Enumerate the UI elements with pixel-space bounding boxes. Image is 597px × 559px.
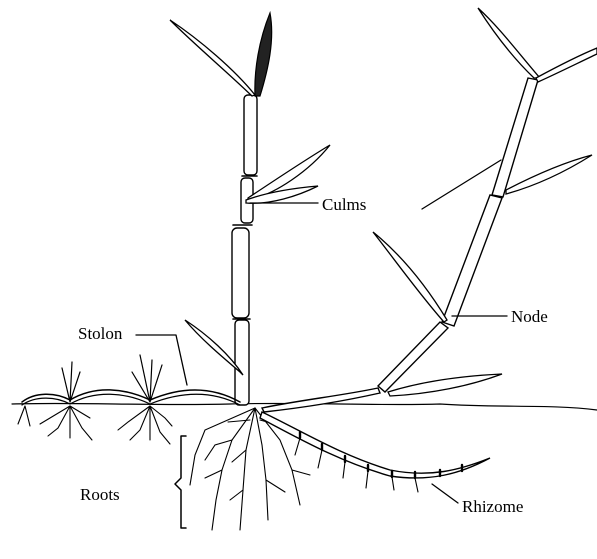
left-culm <box>170 13 330 405</box>
stolon-leader <box>136 335 187 385</box>
culm-internode <box>244 95 257 175</box>
stolon-runner <box>18 355 240 444</box>
culm-internode <box>442 195 502 326</box>
stolon <box>22 390 240 402</box>
roots-label: Roots <box>80 485 120 504</box>
culm-internode <box>262 388 380 412</box>
daughter-roots <box>118 406 172 444</box>
leaf-blade <box>536 48 597 82</box>
culm-internode <box>232 228 249 318</box>
roots-bracket <box>175 436 186 528</box>
rhizome-leader <box>432 484 458 503</box>
stolon-label: Stolon <box>78 324 123 343</box>
leaf-blade <box>506 155 592 194</box>
daughter-roots <box>18 406 30 426</box>
rhizome-label: Rhizome <box>462 497 523 516</box>
leaf-blade <box>388 374 502 396</box>
node-label: Node <box>511 307 548 326</box>
leaf-blade <box>478 8 540 78</box>
culms-label: Culms <box>322 195 366 214</box>
seed-head <box>255 13 272 96</box>
daughter-roots <box>40 406 92 440</box>
leaf-blade <box>170 20 255 96</box>
culm-internode <box>235 320 249 405</box>
rhizome <box>260 412 490 478</box>
right-culm <box>262 8 597 412</box>
leaf-blade <box>373 232 447 322</box>
